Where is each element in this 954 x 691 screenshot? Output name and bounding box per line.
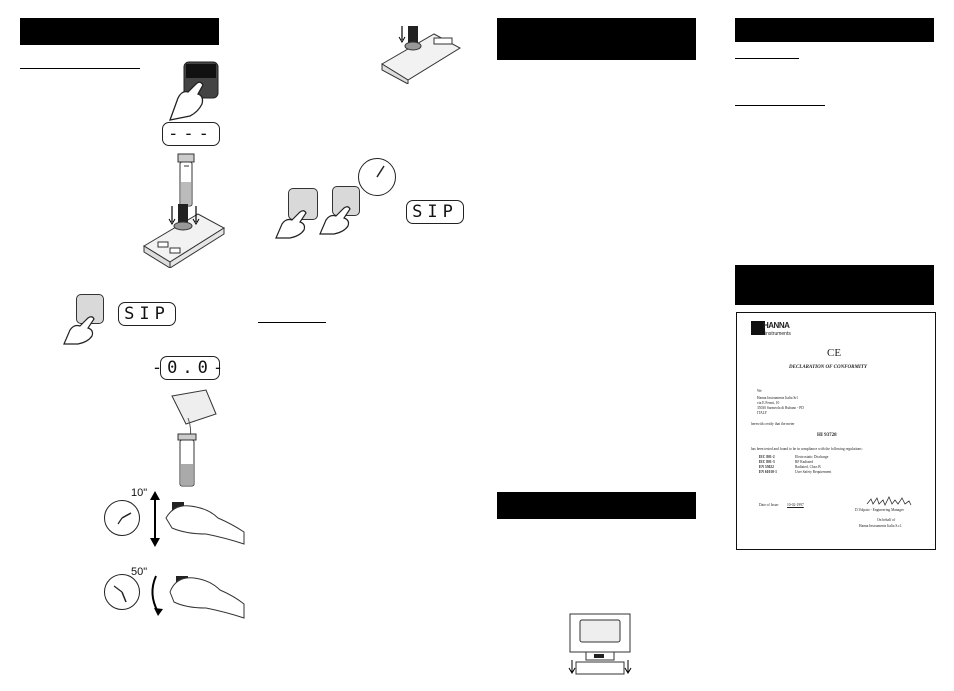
battery-compartment-illustration: [568, 613, 632, 675]
meter-insert-cuvette-top-illustration: [381, 26, 462, 84]
lcd-display-dashes: ---: [162, 122, 220, 146]
lcd-display-zero: -0.0-: [151, 356, 229, 380]
read-key-press-illustration: [168, 61, 219, 121]
shake-cuvette-illustration: [150, 491, 245, 547]
regulation-desc-4: User Safety Requirement: [795, 470, 832, 474]
address-line-1: Hanna Instruments Italia Srl: [757, 396, 798, 400]
lcd-display-sip-left: SIP: [118, 302, 176, 326]
hanna-logo-icon: [751, 321, 765, 335]
signature-icon: [866, 496, 912, 506]
finger-press-icon-2: [275, 210, 307, 239]
model-number: HI 93728: [817, 433, 837, 438]
regulation-code-2: IEC 801-3: [759, 460, 775, 464]
logo-sub-text: instruments: [765, 331, 791, 337]
address-line-2: via E.Fermi, 10: [757, 401, 780, 405]
signatory-name: D.Volpato - Engineering Manager: [855, 508, 904, 512]
section-header-bar-1: [20, 18, 219, 45]
date-of-issue-label: Date of Issue:: [759, 503, 779, 507]
subheading-underline-1: [20, 68, 140, 69]
regulation-desc-2: RF Radiated: [795, 460, 814, 464]
finger-press-icon-3: [319, 206, 351, 235]
clock-hands-swirl: [113, 585, 127, 603]
certificate-title: DECLARATION OF CONFORMITY: [789, 365, 867, 370]
timer-clock-hands: [376, 165, 385, 178]
regulation-desc-3: Radiated, Class B: [795, 465, 821, 469]
section-header-bar-5: [735, 18, 934, 42]
cuvette-icon: [177, 153, 195, 207]
on-behalf-label: On behalf of: [877, 518, 896, 522]
certify-statement: herewith certify that the meter: [751, 422, 795, 426]
regulation-desc-1: Electrostatic Discharge: [795, 455, 829, 459]
lcd-display-sip-right: SIP: [406, 200, 464, 224]
we-label: We: [757, 389, 762, 393]
subheading-underline-4: [735, 105, 825, 106]
meter-insert-cuvette-illustration: [143, 204, 225, 268]
regulation-code-4: EN 61010-1: [759, 470, 777, 474]
clock-hands-shake: [117, 512, 132, 525]
regulation-code-3: EN 55022: [759, 465, 774, 469]
subheading-underline-3: [735, 58, 799, 59]
address-line-3: 35030 Sarmeola di Rubano - PD: [757, 406, 804, 410]
ce-mark: CE: [827, 347, 842, 359]
section-header-bar-3: [497, 18, 696, 60]
date-of-issue-value: 10-02-1997: [787, 503, 804, 507]
declaration-of-conformity-certificate: HANNA instruments CE DECLARATION OF CONF…: [736, 312, 936, 550]
section-header-bar-4: [497, 492, 696, 519]
subheading-underline-2: [258, 322, 326, 323]
address-line-4: ITALY: [757, 411, 768, 415]
section-header-bar-6: [735, 265, 934, 305]
finger-press-icon: [63, 316, 95, 345]
regulation-code-1: IEC 801-2: [759, 455, 775, 459]
shake-time-label: 10": [131, 487, 148, 499]
swirl-cuvette-illustration: [151, 575, 245, 619]
logo-main-text: HANNA: [763, 321, 790, 330]
company-name: Hanna Instruments Italia S.r.l.: [859, 524, 903, 528]
reagent-packet-illustration: [171, 389, 217, 487]
tested-statement: has been tested and found to be in compl…: [751, 447, 863, 451]
swirl-time-label: 50": [131, 566, 148, 578]
